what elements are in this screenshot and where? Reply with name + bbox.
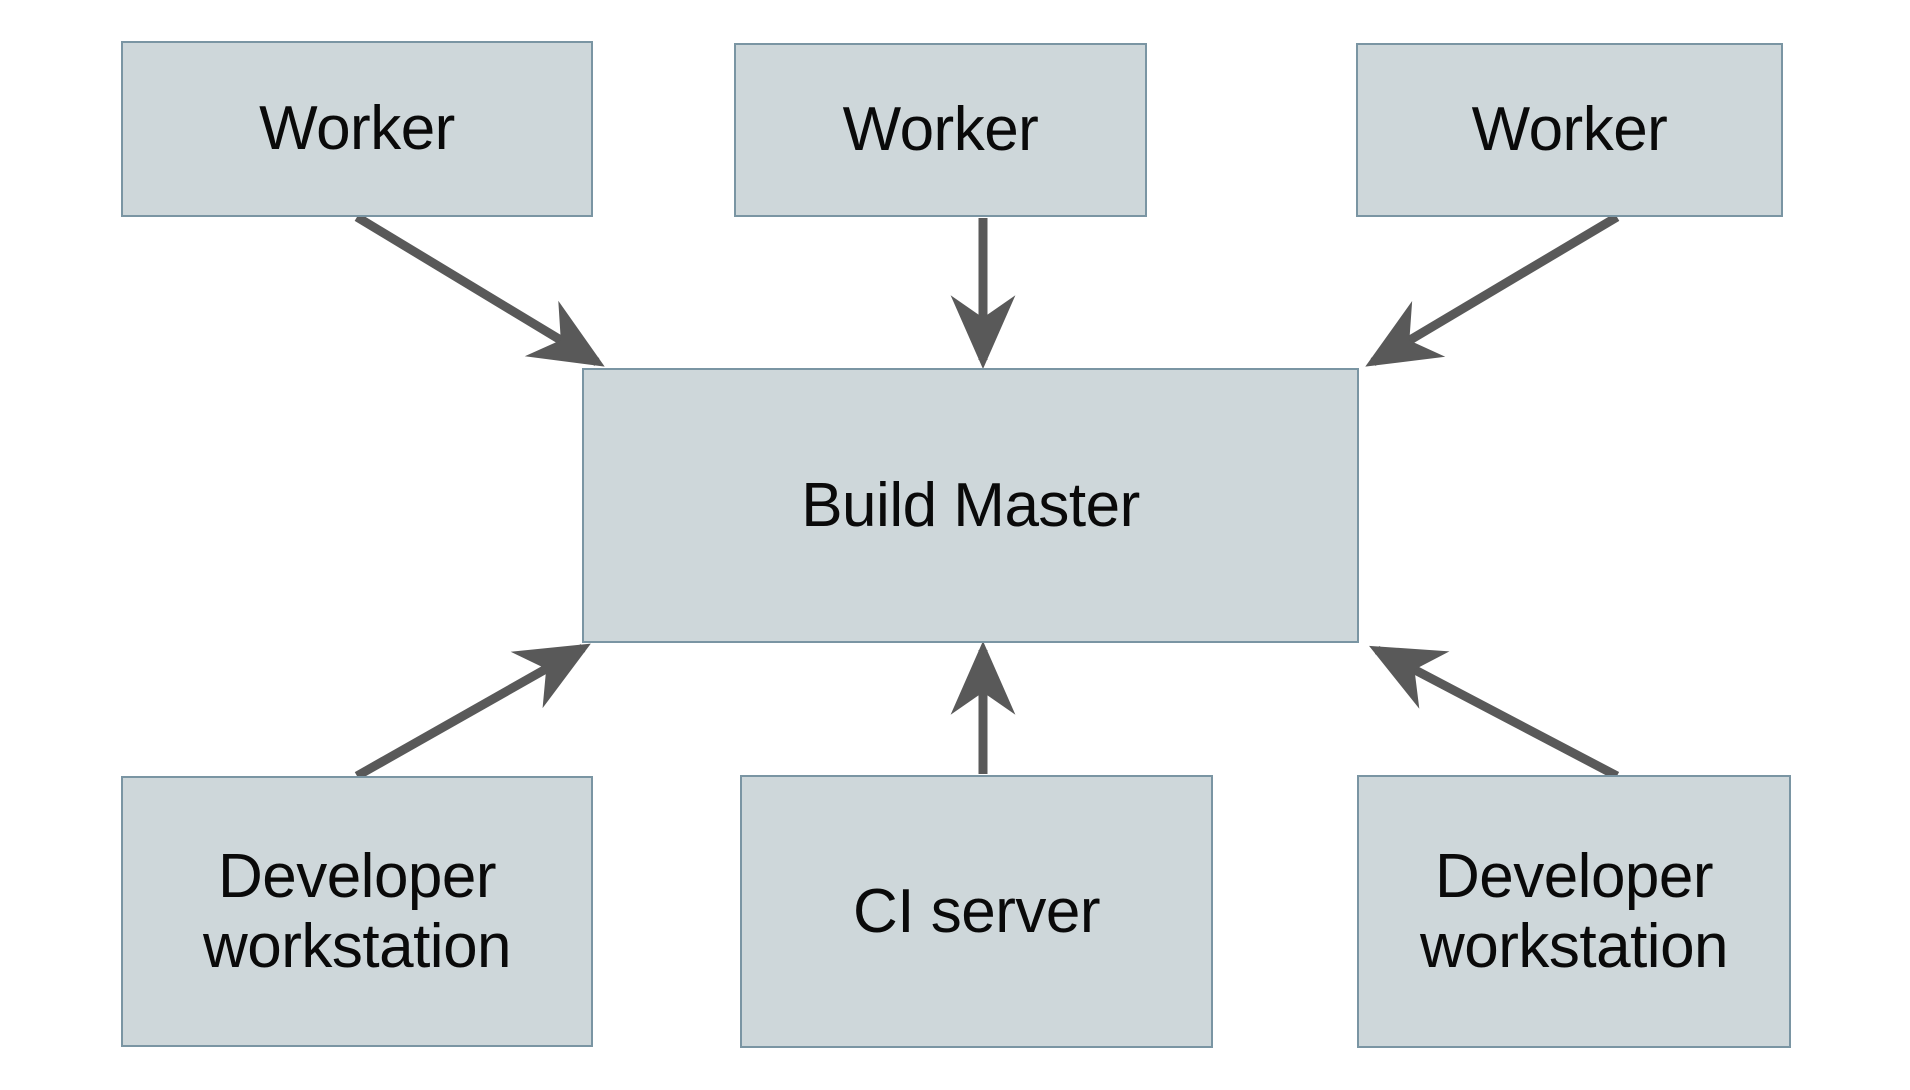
node-ci-server[interactable]: CI server [740,775,1213,1048]
node-developer-workstation-left-label: Developer workstation [202,842,512,981]
node-build-master[interactable]: Build Master [582,368,1359,643]
node-worker-3[interactable]: Worker [1356,43,1783,217]
node-developer-workstation-right[interactable]: Developer workstation [1357,775,1791,1048]
edge-dev-right-to-build-master [1369,645,1620,780]
node-build-master-label: Build Master [801,470,1140,540]
edge-worker-3-to-build-master [1365,213,1620,367]
edge-worker-1-to-build-master [354,213,605,367]
node-worker-3-label: Worker [1471,95,1668,165]
node-worker-1[interactable]: Worker [121,41,593,217]
node-developer-workstation-left[interactable]: Developer workstation [121,776,593,1047]
node-worker-1-label: Worker [259,94,455,164]
node-worker-2[interactable]: Worker [734,43,1147,217]
node-worker-2-label: Worker [842,95,1039,165]
edge-dev-left-to-build-master [354,643,591,780]
node-ci-server-label: CI server [853,876,1100,946]
node-developer-workstation-right-label: Developer workstation [1419,842,1729,981]
